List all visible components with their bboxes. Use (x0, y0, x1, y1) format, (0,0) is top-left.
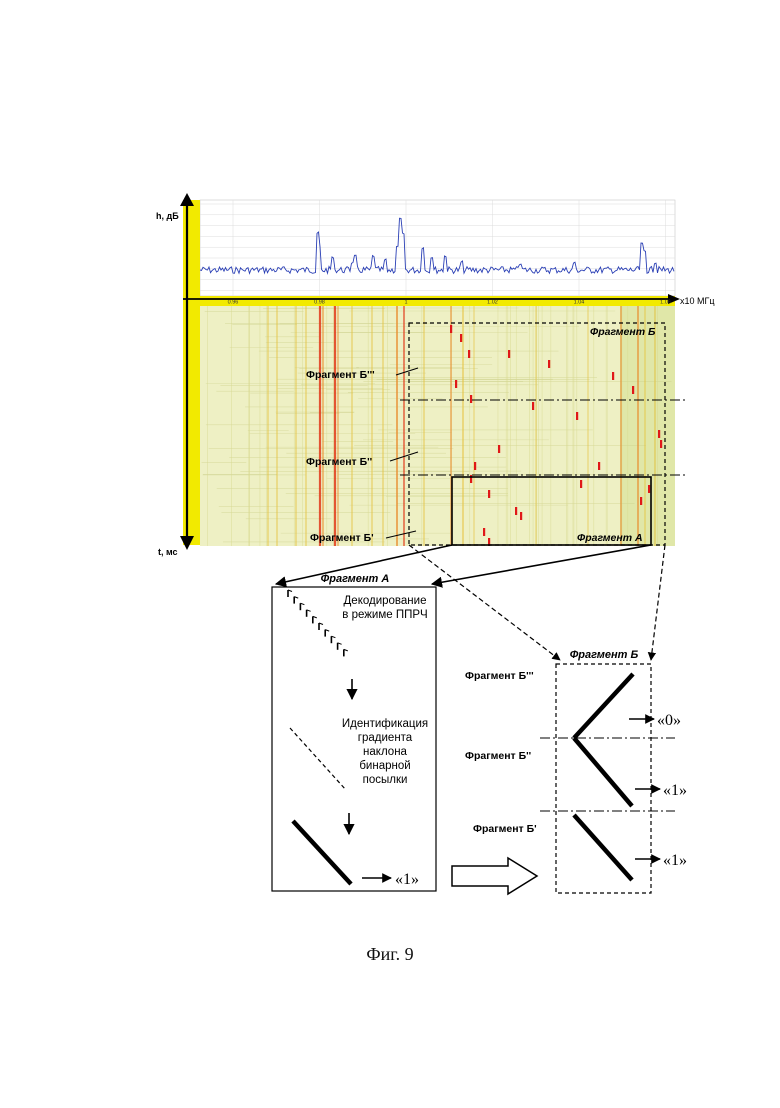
hop-mark (648, 485, 650, 493)
freq-tick-label: 1.02 (487, 300, 498, 306)
output-b-0: «0» (657, 712, 681, 729)
label-fragment-b2: Фрагмент Б'' (306, 456, 372, 468)
hop-mark (488, 490, 490, 498)
hollow-transfer-arrow (452, 858, 537, 894)
connector-a-right (432, 545, 651, 584)
hop-mark (576, 412, 578, 420)
label-fragment-a: Фрагмент А (577, 532, 643, 544)
waterfall-background (200, 306, 675, 546)
freq-tick-label: 0.98 (314, 300, 325, 306)
freq-tick-label: 1.04 (574, 300, 585, 306)
hop-mark (483, 528, 485, 536)
x-axis-label: x10 МГц (680, 296, 715, 306)
hop-mark (468, 350, 470, 358)
panel-b-label-b1: Фрагмент Б' (473, 823, 537, 835)
ident-line-1: Идентификация (342, 718, 428, 730)
bit-line-b2 (574, 738, 632, 806)
ident-line-5: посылки (363, 774, 408, 786)
spectrum-background (200, 200, 675, 296)
hop-mark (532, 402, 534, 410)
hop-mark (640, 497, 642, 505)
ident-line-2: градиента (358, 732, 413, 744)
panel-b: Фрагмент Б Фрагмент Б''' Фрагмент Б'' Фр… (465, 649, 687, 893)
connector-b-right (651, 545, 665, 660)
panel-a: Фрагмент А Декодирование в режиме ППРЧ И… (272, 573, 436, 891)
hop-mark (515, 507, 517, 515)
label-fragment-b1: Фрагмент Б' (310, 532, 374, 544)
hop-mark (508, 350, 510, 358)
hop-mark (632, 386, 634, 394)
hop-mark (460, 334, 462, 342)
output-b-1b: «1» (663, 852, 687, 869)
hop-mark (450, 325, 452, 333)
hop-mark (598, 462, 600, 470)
figure-caption: Фиг. 9 (0, 944, 780, 965)
hop-mark (548, 360, 550, 368)
hop-mark (470, 395, 472, 403)
freq-tick-label: 0.96 (228, 300, 239, 306)
panel-a-title: Фрагмент А (321, 573, 390, 585)
y-axis-bottom-label: t, мс (158, 547, 178, 557)
hop-mark (660, 440, 662, 448)
panel-b-label-b2: Фрагмент Б'' (465, 750, 531, 762)
label-fragment-b: Фрагмент Б (590, 326, 656, 338)
hop-mark (658, 430, 660, 438)
label-fragment-b3: Фрагмент Б''' (306, 369, 375, 381)
y-axis-bar (183, 200, 200, 545)
ident-line-3: наклона (363, 746, 407, 758)
ident-line-4: бинарной (359, 760, 410, 772)
hop-mark (580, 480, 582, 488)
output-a: «1» (395, 871, 419, 888)
spectrum-plot: -80-90-100-110-120-130-140-150-160 (186, 200, 675, 296)
bit-line-b1 (574, 815, 632, 880)
hop-mark (474, 462, 476, 470)
decode-line-2: в режиме ППРЧ (342, 609, 427, 621)
hop-mark (455, 380, 457, 388)
waterfall (200, 306, 675, 546)
hop-mark (520, 512, 522, 520)
x-axis-bar (183, 296, 675, 306)
hop-mark (498, 445, 500, 453)
freq-tick-label: 1 (404, 300, 407, 306)
panel-b-label-b3: Фрагмент Б''' (465, 670, 534, 682)
bit-line-b3 (574, 674, 633, 738)
hop-mark (612, 372, 614, 380)
freq-tick-label: 1.06 (660, 300, 671, 306)
y-axis-top-label: h, дБ (156, 211, 179, 221)
waterfall-right-glow (620, 306, 675, 546)
panel-b-title: Фрагмент Б (570, 649, 639, 661)
output-b-1a: «1» (663, 782, 687, 799)
decode-line-1: Декодирование (344, 595, 427, 607)
